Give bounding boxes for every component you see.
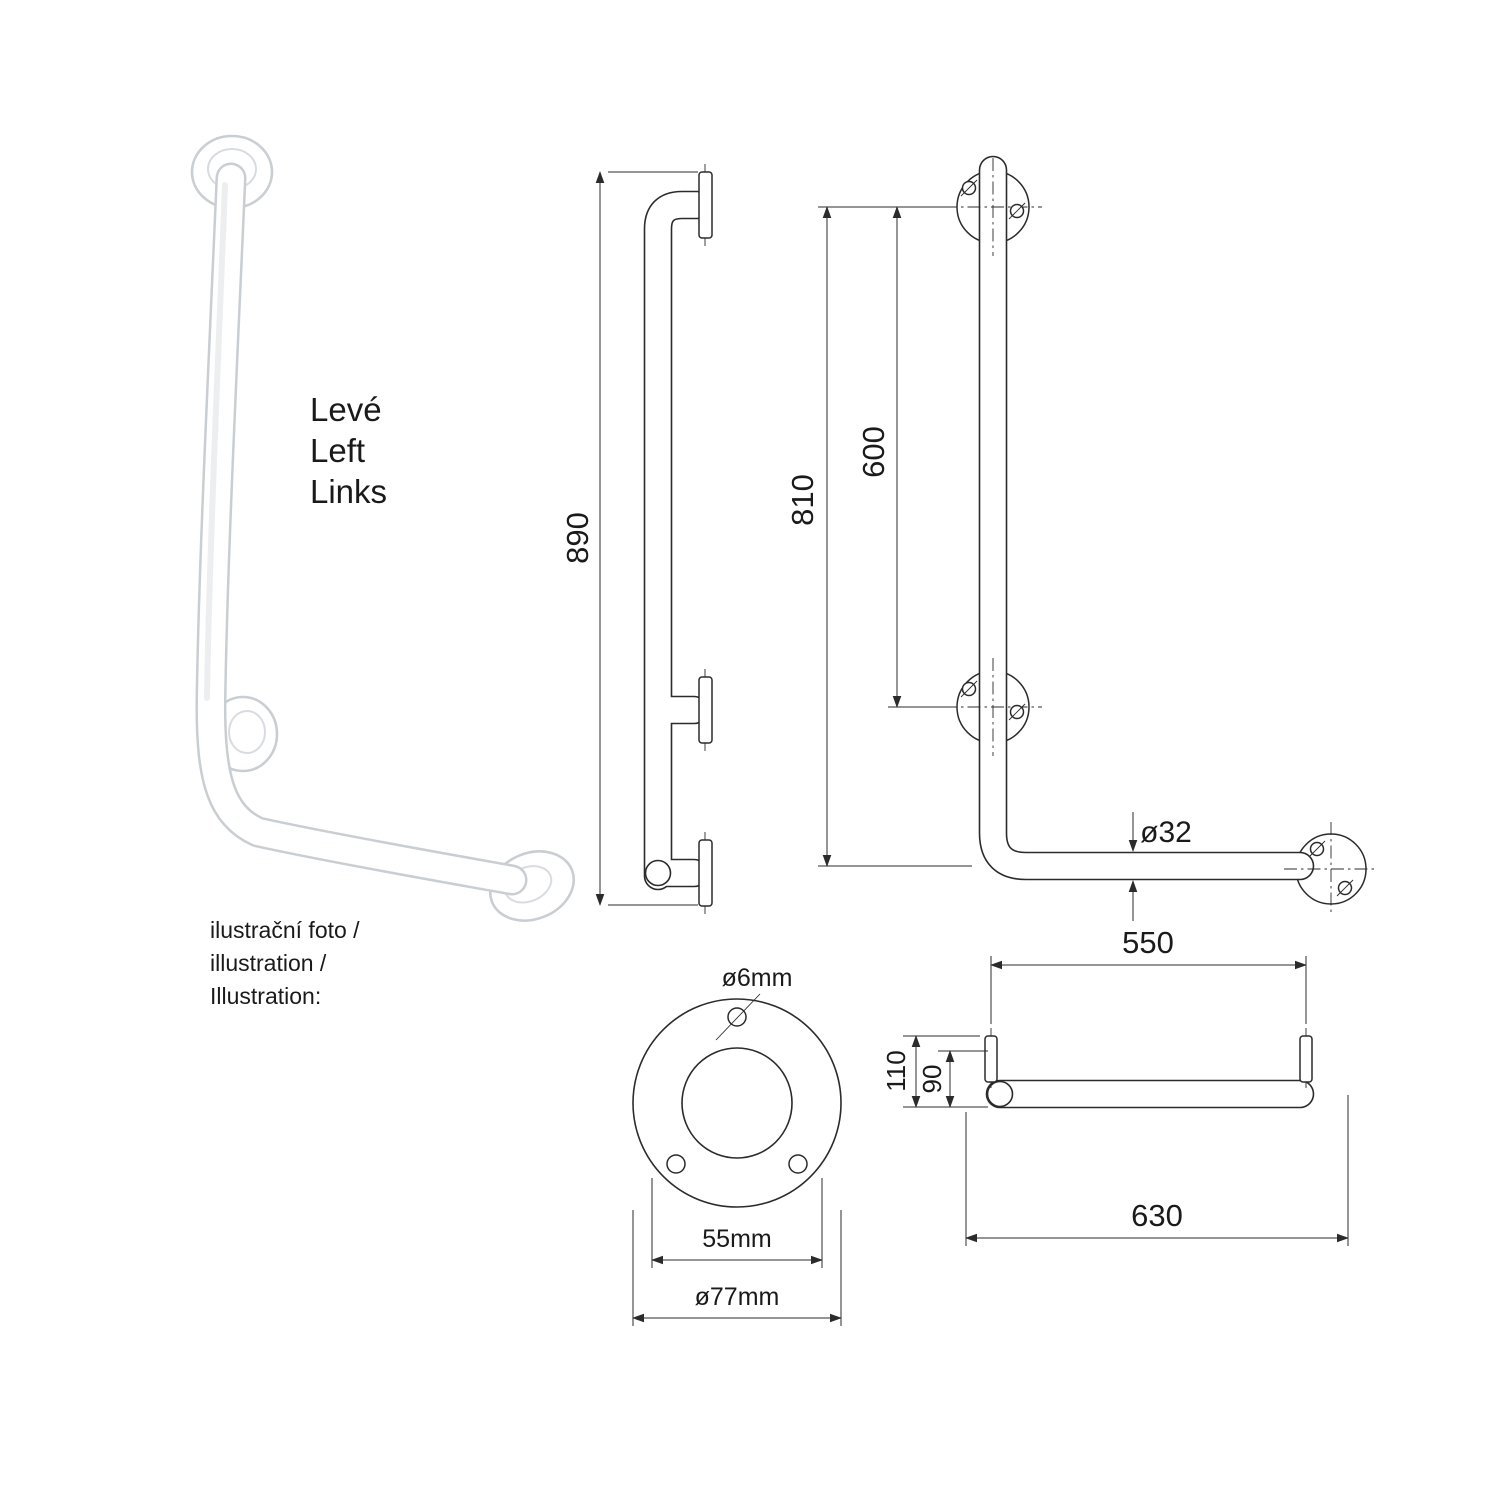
dim-550: 550 bbox=[990, 925, 1307, 1024]
illustration-caption: ilustrační foto / illustration / Illustr… bbox=[210, 917, 360, 1009]
dim-90: 90 bbox=[917, 1050, 988, 1108]
dim-screw-hole: ø6mm bbox=[715, 964, 793, 1041]
flange-detail-view: ø6mm 55mm ø77mm bbox=[632, 964, 842, 1326]
orientation-line-1: Levé bbox=[310, 391, 382, 428]
orientation-line-2: Left bbox=[310, 432, 365, 469]
dim-890-label: 890 bbox=[560, 512, 595, 564]
dim-flange-outer: ø77mm bbox=[632, 1210, 842, 1326]
flange-hole-left bbox=[666, 1154, 686, 1174]
side-view-bottom-plate bbox=[698, 832, 713, 914]
caption-line-2: illustration / bbox=[210, 950, 327, 976]
caption-line-3: Illustration: bbox=[210, 983, 321, 1009]
side-view: 890 bbox=[560, 164, 713, 914]
front-end-flange-detail bbox=[1284, 822, 1378, 916]
top-view: 550 110 90 630 bbox=[881, 925, 1349, 1246]
dim-tube-diameter-label: ø32 bbox=[1140, 816, 1192, 849]
dim-tube-diameter: ø32 bbox=[1128, 812, 1192, 921]
dim-600-label: 600 bbox=[856, 426, 891, 478]
dim-600: 600 bbox=[856, 206, 950, 708]
caption-line-1: ilustrační foto / bbox=[210, 917, 360, 943]
flange-hole-top bbox=[727, 1007, 747, 1027]
front-middle-flange-detail bbox=[944, 658, 1042, 756]
dim-screw-hole-label: ø6mm bbox=[722, 964, 793, 992]
dim-550-label: 550 bbox=[1122, 925, 1174, 960]
dim-90-label: 90 bbox=[917, 1065, 947, 1094]
dim-pitch-circle-label: 55mm bbox=[702, 1225, 771, 1253]
product-illustration bbox=[190, 134, 576, 922]
flange-inner-circle bbox=[681, 1047, 793, 1159]
top-view-left-plate bbox=[984, 1028, 998, 1088]
illustration-tube bbox=[195, 162, 528, 896]
dim-810: 810 bbox=[785, 206, 972, 867]
side-view-middle-plate bbox=[698, 669, 713, 751]
top-view-bend-circle bbox=[986, 1080, 1014, 1108]
side-view-arm-end-circle bbox=[644, 859, 672, 887]
top-view-right-plate bbox=[1299, 1028, 1313, 1088]
dim-flange-outer-label: ø77mm bbox=[695, 1283, 780, 1311]
flange-outer-circle bbox=[632, 998, 842, 1208]
dim-110-label: 110 bbox=[881, 1050, 911, 1091]
orientation-label: Levé Left Links bbox=[310, 391, 387, 510]
dim-810-label: 810 bbox=[785, 474, 820, 526]
flange-hole-right bbox=[788, 1154, 808, 1174]
side-view-top-plate bbox=[698, 164, 713, 246]
dim-630: 630 bbox=[965, 1095, 1349, 1246]
dim-110: 110 bbox=[881, 1035, 988, 1108]
front-view: 810 600 ø32 bbox=[785, 155, 1378, 921]
front-top-flange-detail bbox=[944, 158, 1042, 256]
dim-890: 890 bbox=[560, 171, 698, 906]
dim-pitch-circle: 55mm bbox=[651, 1178, 823, 1268]
dim-630-label: 630 bbox=[1131, 1198, 1183, 1233]
orientation-line-3: Links bbox=[310, 473, 387, 510]
